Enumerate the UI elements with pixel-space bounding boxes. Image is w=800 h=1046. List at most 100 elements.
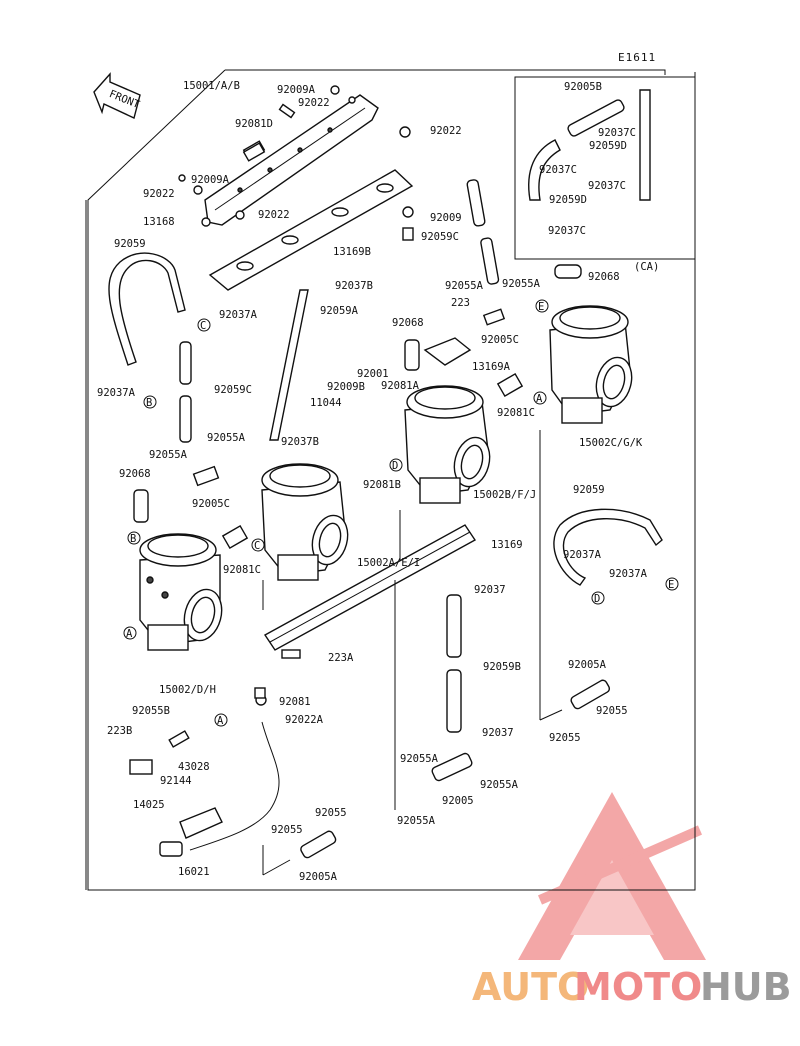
label-92037a-r1: 92037A — [563, 549, 602, 561]
marker-c-carb: C — [254, 540, 260, 552]
label-43028: 43028 — [178, 761, 210, 773]
label-92037-top: 92037 — [474, 584, 506, 596]
label-92037a-r2: 92037A — [609, 568, 648, 580]
label-92055a-b3: 92055A — [397, 815, 436, 827]
leader-lines — [85, 200, 563, 890]
label-92055-r2: 92055 — [549, 732, 581, 744]
label-ca-92059d-2: 92059D — [549, 194, 587, 206]
front-arrow-icon: FRONT — [93, 72, 142, 119]
carburetor-15002dh — [139, 533, 223, 651]
watermark-auto: AUTO — [472, 965, 589, 1009]
label-92037a-left2: 92037A — [97, 387, 136, 399]
label-92022-left1: 92022 — [143, 188, 175, 200]
label-15002aei: 15002A/E/I — [357, 557, 420, 569]
label-223b: 223B — [107, 725, 132, 737]
label-13169: 13169 — [491, 539, 523, 551]
label-92055a-l2: 92055A — [149, 449, 188, 461]
label-92022-top2: 92022 — [430, 125, 462, 137]
label-92009b: 92009B — [327, 381, 365, 393]
label-15002bfj: 15002B/F/J — [473, 489, 536, 501]
label-13169b: 13169B — [333, 246, 371, 258]
label-92059a: 92059A — [320, 305, 359, 317]
marker-e-right: E — [668, 579, 674, 591]
label-92037a-left1: 92037A — [219, 309, 258, 321]
label-92068-mid: 92068 — [392, 317, 424, 329]
label-92005c-left: 92005C — [192, 498, 230, 510]
label-92055a-m1: 92055A — [445, 280, 484, 292]
marker-b-carb: B — [130, 533, 136, 545]
marker-d-carb: D — [392, 460, 398, 472]
label-92068-right: 92068 — [588, 271, 620, 283]
label-92005: 92005 — [442, 795, 474, 807]
watermark-moto: MOTO — [574, 965, 702, 1009]
label-92009: 92009 — [430, 212, 462, 224]
label-15002cgk: 15002C/G/K — [579, 437, 643, 449]
label-13169a: 13169A — [472, 361, 511, 373]
marker-c-top: C — [200, 320, 206, 332]
marker-d-right: D — [594, 593, 600, 605]
label-92001: 92001 — [357, 368, 389, 380]
label-92037b-top: 92037B — [335, 280, 373, 292]
label-223a: 223A — [328, 652, 354, 664]
label-92081d: 92081D — [235, 118, 273, 130]
label-ca-92037c-3: 92037C — [588, 180, 626, 192]
marker-a-bottom: A — [217, 715, 224, 727]
label-92055a-l1: 92055A — [207, 432, 246, 444]
label-92081b: 92081B — [363, 479, 401, 491]
label-92081c-right: 92081C — [497, 407, 535, 419]
watermark-logo-triangle — [518, 792, 706, 960]
diagram-frame — [87, 69, 696, 891]
label-ca-92005b: 92005B — [564, 81, 602, 93]
label-16021: 16021 — [178, 866, 210, 878]
label-92037-bot: 92037 — [482, 727, 514, 739]
part-labels: E1611 15001/A/B 92009A 92022 92022 92081… — [97, 51, 659, 883]
label-92009a-top: 92009A — [277, 84, 316, 96]
label-13168: 13168 — [143, 216, 175, 228]
label-92055a-m2: 92055A — [502, 278, 541, 290]
label-15002dh: 15002/D/H — [159, 684, 216, 696]
carburetor-15002aei — [261, 463, 349, 581]
label-92037b-mid: 92037B — [281, 436, 319, 448]
fittings — [129, 308, 506, 782]
label-92005a-right: 92005A — [568, 659, 607, 671]
label-92022-top1: 92022 — [298, 97, 330, 109]
label-ca-92037c-1: 92037C — [598, 127, 636, 139]
marker-e-carb: E — [538, 301, 544, 313]
label-92055a-b2: 92055A — [480, 779, 519, 791]
gasket-plate-13169b — [208, 169, 414, 291]
label-92055-r1: 92055 — [596, 705, 628, 717]
watermark-hub: HUB — [700, 965, 792, 1009]
label-92055-b1: 92055 — [315, 807, 347, 819]
label-92068-left: 92068 — [119, 468, 151, 480]
label-92081a: 92081A — [381, 380, 420, 392]
label-14025: 14025 — [133, 799, 165, 811]
carburetor-15002bfj — [404, 385, 491, 504]
label-92081: 92081 — [279, 696, 311, 708]
carburetor-15002cgk — [549, 305, 633, 424]
label-ca-92037c-2: 92037C — [539, 164, 577, 176]
hoses — [108, 89, 663, 859]
label-92022-left2: 92022 — [258, 209, 290, 221]
label-223: 223 — [451, 297, 470, 309]
reference-markers: C B B A C D A E D E A — [123, 299, 679, 727]
label-ca-92037c-4: 92037C — [548, 225, 586, 237]
label-92005c-mid: 92005C — [481, 334, 519, 346]
label-92055b: 92055B — [132, 705, 170, 717]
label-92059-right: 92059 — [573, 484, 605, 496]
marker-a-carb: A — [126, 628, 133, 640]
diagram-code: E1611 — [618, 51, 656, 64]
label-92081c-left: 92081C — [223, 564, 261, 576]
label-92144: 92144 — [160, 775, 192, 787]
label-11044: 11044 — [310, 397, 342, 409]
label-92022a: 92022A — [285, 714, 324, 726]
label-92059-left: 92059 — [114, 238, 146, 250]
choke-cable-16021 — [159, 721, 280, 857]
label-92009a-left: 92009A — [191, 174, 230, 186]
label-15001: 15001/A/B — [183, 80, 240, 92]
label-92059c-top: 92059C — [421, 231, 459, 243]
linkage-plate-13169 — [263, 524, 477, 651]
label-92059b: 92059B — [483, 661, 521, 673]
label-92055a-b1: 92055A — [400, 753, 439, 765]
